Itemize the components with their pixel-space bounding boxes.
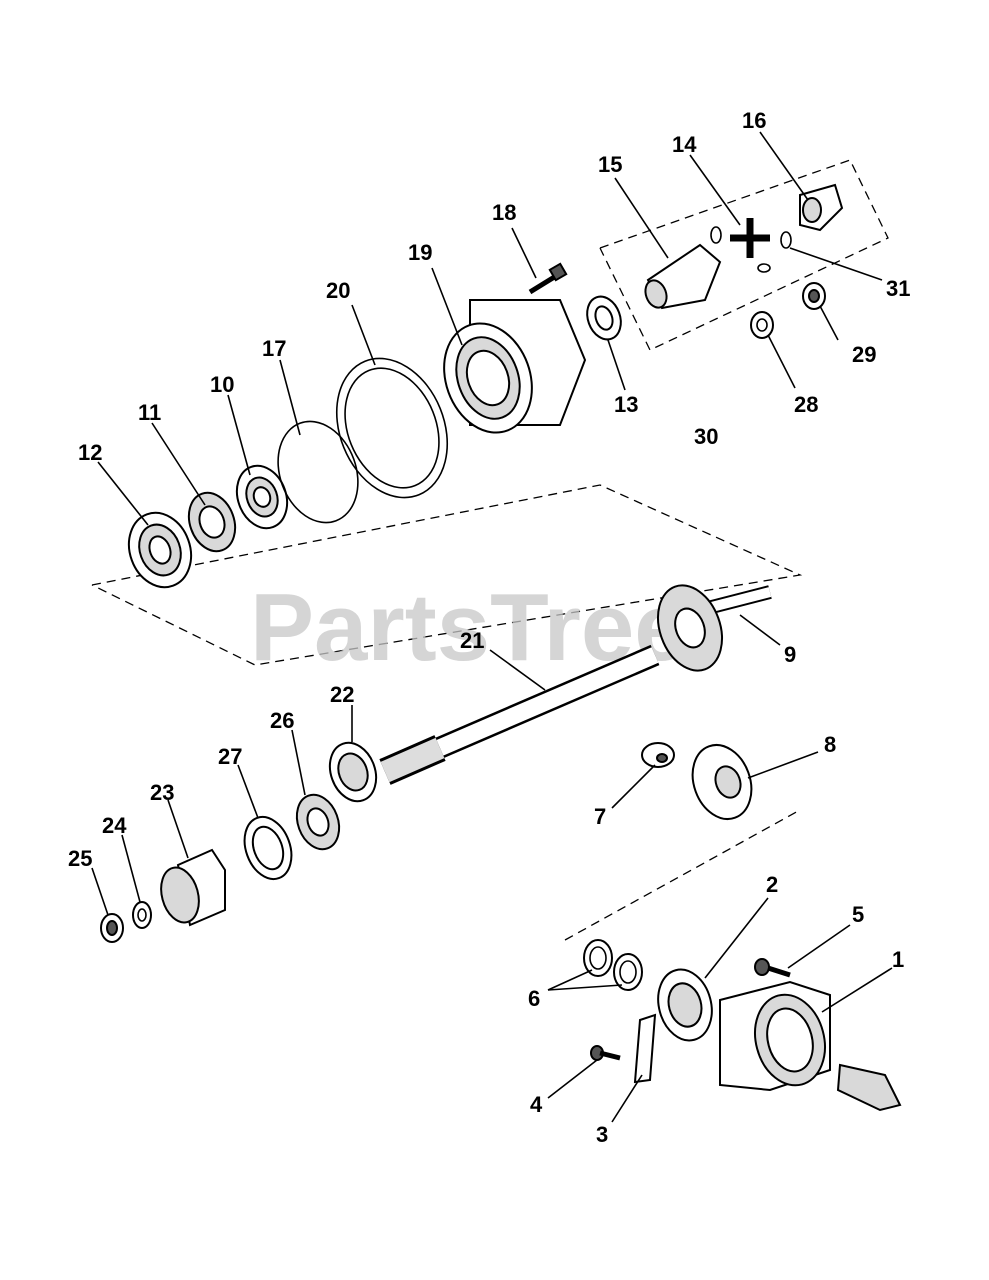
callout-30: 30 [694,424,718,449]
callout-7: 7 [594,804,606,829]
callout-24: 24 [102,813,127,838]
callout-29: 29 [852,342,876,367]
callout-3: 3 [596,1122,608,1147]
part-17-o-ring [277,420,359,524]
callout-6: 6 [528,986,540,1011]
leader-lines [91,131,893,1123]
part-18-bolt [528,262,568,295]
part-5-bolt [754,958,791,978]
callout-22: 22 [330,682,354,707]
part-6-shims [583,939,643,991]
callout-5: 5 [852,902,864,927]
callout-15: 15 [598,152,622,177]
part-31-snap-rings [710,226,792,273]
part-8-gear [691,744,753,820]
callout-10: 10 [210,372,234,397]
callout-21: 21 [460,628,484,653]
callout-23: 23 [150,780,174,805]
part-19-housing [443,299,587,434]
part-28-washer [750,311,774,339]
part-22-bearing [328,741,378,803]
part-23-coupler [160,848,226,927]
callout-19: 19 [408,240,432,265]
part-7-washer [641,742,675,768]
callout-27: 27 [218,744,242,769]
group-outlines [91,159,889,941]
part-13-washer [586,295,622,341]
callout-31: 31 [886,276,910,301]
callout-13: 13 [614,392,638,417]
callout-11: 11 [138,400,161,425]
callout-18: 18 [492,200,516,225]
callout-17: 17 [262,336,286,361]
part-24-washer [132,901,152,929]
callout-28: 28 [794,392,818,417]
part-27-spacer [243,816,293,880]
part-9-bevel-gear [657,584,772,672]
part-15-yoke [644,243,722,310]
callout-14: 14 [672,132,697,157]
part-21-shaft [379,644,660,785]
part-26-gear [295,793,341,851]
part-14-cross [730,218,770,258]
part-2-bearing [657,968,713,1042]
callout-1: 1 [892,947,904,972]
callout-16: 16 [742,108,766,133]
callout-8: 8 [824,732,836,757]
callout-26: 26 [270,708,294,733]
part-25-nut [100,913,124,943]
callouts: 12 11 10 17 20 19 18 15 14 16 31 13 29 2… [68,108,910,1147]
part-10-bearing [235,464,289,530]
callout-4: 4 [530,1092,543,1117]
part-29-nut [802,282,826,310]
part-1-housing [719,980,902,1112]
part-11-gear [187,491,237,553]
part-4-bolt [590,1045,621,1061]
callout-25: 25 [68,846,92,871]
part-12-bearing [127,511,193,589]
callout-20: 20 [326,278,350,303]
callout-9: 9 [784,642,796,667]
part-16-yoke [799,183,844,232]
callout-2: 2 [766,872,778,897]
callout-12: 12 [78,440,102,465]
part-3-clip [633,1013,657,1084]
part-20-gasket [335,357,449,499]
